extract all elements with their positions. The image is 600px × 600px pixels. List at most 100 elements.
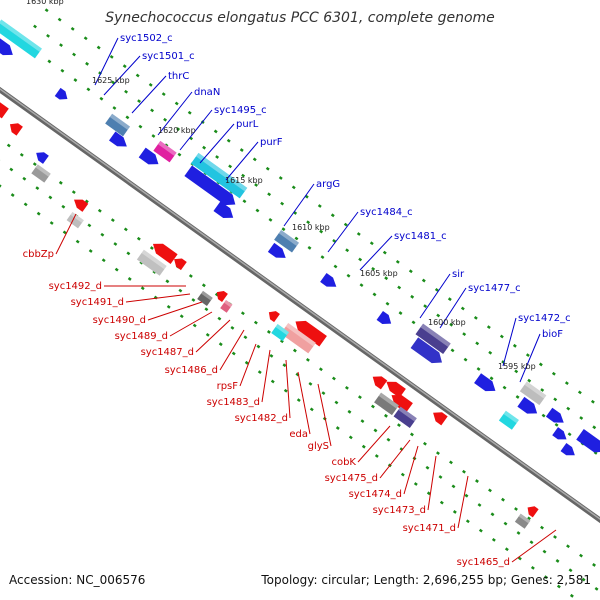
reverse-gene-16-shine [285,323,316,347]
gene-label-sir: sir [452,269,465,280]
gene-label-syc1474_d-leader [403,445,419,495]
reverse-gene-8-body [152,243,178,264]
reverse-gene-11-shape [197,290,213,306]
track-tick [463,357,468,362]
track-tick [413,482,418,486]
track-tick [369,241,374,246]
gene-label-cobK: cobK [331,457,356,468]
track-tick [397,285,402,290]
track-tick [35,186,40,191]
reverse-gene-19-shape [386,381,406,398]
forward-gene-0-shape [0,19,42,59]
gene-label-syc1483_d: syc1483_d [207,397,260,408]
gene-label-syc1471_d-leader [457,475,469,529]
track-tick [504,547,509,552]
forward-gene-13-shine [420,323,451,348]
track-tick [434,287,439,292]
track-tick [517,556,522,561]
reverse-gene-17-body [271,324,290,342]
track-tick [163,117,168,122]
reverse-gene-2-body [0,98,9,119]
gene-label-syc1489_d-leader [169,311,213,337]
track-tick [123,227,128,232]
reverse-gene-13-shape [220,299,233,313]
backbone-line [0,86,600,524]
track-tick [331,376,336,381]
track-tick [462,332,467,336]
forward-gene-2-body [105,113,131,137]
forward-gene-3-body [109,131,127,147]
forward-gene-12-body [376,310,392,324]
track-tick [72,52,76,57]
track-tick [540,388,545,392]
forward-gene-6-shine [195,152,248,192]
reverse-gene-18 [372,376,388,390]
track-tick [161,92,166,97]
reverse-gene-25 [514,513,531,529]
gene-label-syc1481_c-leader [359,235,393,271]
track-tick [462,469,466,474]
forward-gene-12-shape [376,310,392,324]
gene-label-syc1465_d: syc1465_d [457,557,510,568]
track-tick [335,426,340,430]
reverse-gene-23-shape [433,412,448,426]
gene-label-argG: argG [316,179,340,190]
gene-label-glyS: glyS [308,441,329,452]
track-tick [373,428,378,433]
track-tick [49,221,54,225]
gene-label-rpsF: rpsF [217,381,239,392]
track-tick [594,586,599,591]
track-tick [372,292,377,297]
track-tick [215,155,220,159]
forward-gene-15-shape [474,373,496,392]
track-tick [126,251,131,256]
reverse-gene-16-body [280,323,316,354]
track-tick [149,246,154,250]
track-tick [111,80,116,85]
forward-gene-9-shine [278,229,299,247]
track-tick [473,315,478,320]
track-tick [477,503,482,507]
track-tick [449,322,454,327]
reverse-gene-19 [386,381,406,398]
track-tick [425,465,430,470]
kbp-tick-label: 1625 kbp [92,76,130,85]
track-tick [174,101,179,106]
gene-label-syc1487_d: syc1487_d [141,347,194,358]
track-tick [87,223,92,228]
gene-label-syc1502_c-leader [94,37,119,86]
track-tick [57,17,62,22]
reverse-gene-6-shine [70,212,84,223]
forward-gene-11-body [320,272,337,287]
track-tick [516,531,521,535]
track-tick [85,61,90,66]
reverse-gene-10-body [174,258,187,271]
forward-gene-20-shape [560,443,575,456]
track-tick [62,230,67,235]
track-tick [188,274,193,278]
track-tick [201,283,206,288]
track-tick [514,507,518,511]
track-tick [361,444,366,449]
track-tick [205,332,210,337]
track-tick [334,400,339,405]
forward-gene-14-shape [410,337,443,364]
track-tick [344,385,349,390]
reverse-gene-22 [393,406,417,428]
reverse-gene-12 [216,290,228,303]
track-tick [452,510,457,514]
forward-gene-13-body [415,323,451,355]
track-tick [179,314,184,319]
track-tick [503,521,508,526]
track-tick [268,217,273,222]
track-tick [96,45,101,50]
reverse-gene-9-body [136,249,167,276]
reverse-gene-8-shape [152,243,178,264]
track-tick [165,279,170,284]
forward-gene-0 [0,19,42,59]
backbone-highlight [0,88,600,520]
forward-gene-16-shine [524,381,547,399]
track-tick [6,143,11,148]
track-tick [386,437,391,442]
forward-gene-7-shape [184,165,236,206]
